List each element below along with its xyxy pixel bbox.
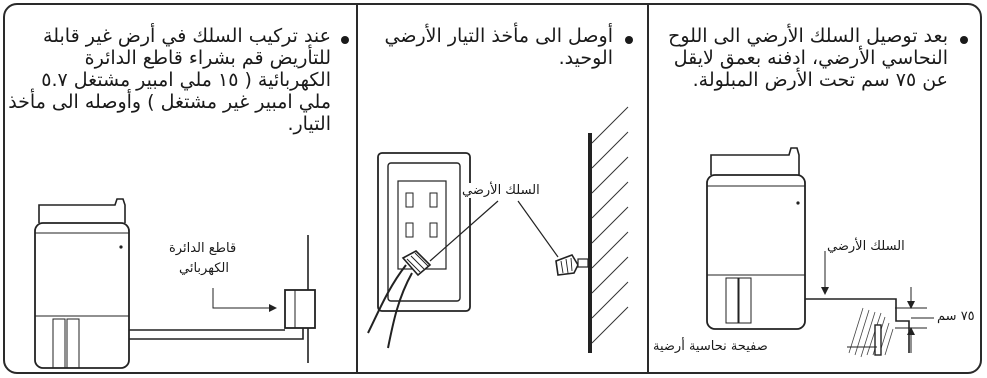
bullet: [625, 36, 633, 44]
divider-left: [356, 3, 358, 374]
panel-left: عند تركيب السلك في أرض غير قابلة للتأريض…: [3, 3, 356, 374]
instruction-text: عند تركيب السلك في أرض غير قابلة للتأريض…: [8, 25, 331, 135]
instruction-frame: [3, 3, 982, 374]
bullet: [341, 36, 349, 44]
panel-left-text: عند تركيب السلك في أرض غير قابلة للتأريض…: [6, 25, 331, 135]
panel-middle: أوصل الى مأخذ التيار الأرضي الوحيد.: [358, 3, 647, 374]
depth-label: ٧٥ سم: [937, 309, 975, 324]
panel-right-text: بعد توصيل السلك الأرضي الى اللوح النحاسي…: [658, 25, 948, 91]
copper-plate-label: صفيحة نحاسية أرضية: [653, 339, 768, 354]
breaker-label-line2: الكهربائي: [179, 261, 229, 276]
panel-right: بعد توصيل السلك الأرضي الى اللوح النحاسي…: [649, 3, 982, 374]
wall-outlet-illustration: [367, 106, 629, 353]
circuit-breaker-illustration: [34, 198, 316, 369]
washing-machine-grounding-illustration: [706, 147, 934, 358]
panel-middle-text: أوصل الى مأخذ التيار الأرضي الوحيد.: [373, 25, 613, 69]
ground-wire-label: السلك الأرضي: [827, 239, 905, 254]
bullet: [960, 36, 968, 44]
instruction-text: بعد توصيل السلك الأرضي الى اللوح النحاسي…: [668, 25, 948, 91]
divider-right: [647, 3, 649, 374]
ground-wire-label: السلك الأرضي: [462, 183, 540, 198]
instruction-text: أوصل الى مأخذ التيار الأرضي الوحيد.: [384, 25, 613, 69]
breaker-label-line1: قاطع الدائرة: [169, 241, 237, 256]
